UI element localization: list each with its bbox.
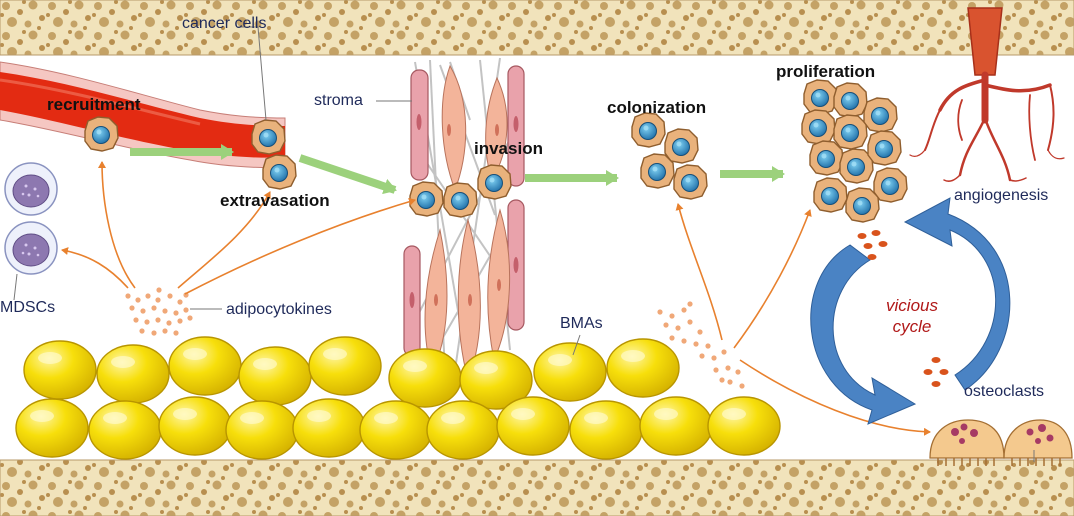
- label-vicious-line2: cycle: [892, 317, 932, 337]
- mdsc-cells: [4, 162, 58, 275]
- flow-arrow-to-invasion: [298, 154, 397, 195]
- vicious-cycle-arrows: [810, 197, 1011, 425]
- stroma-tissue: [403, 57, 525, 382]
- orange-signal-arrows: [61, 161, 931, 436]
- label-vicious-cycle: vicious cycle: [872, 295, 952, 338]
- blood-vessel: [0, 61, 286, 169]
- adipocytokine-dots: [125, 287, 745, 389]
- label-proliferation: proliferation: [776, 62, 876, 81]
- label-extravasation: extravasation: [220, 191, 330, 210]
- label-bmas: BMAs: [560, 315, 603, 332]
- cancer-cell-recruitment: [84, 116, 119, 152]
- cancer-cells-colonization: [631, 112, 708, 200]
- cycle-dots: [857, 230, 949, 387]
- label-colonization: colonization: [607, 98, 707, 117]
- bma-adipocytes: [15, 336, 781, 460]
- label-mdscs: MDSCs: [0, 299, 56, 316]
- label-cancer-cells: cancer cells: [182, 15, 267, 32]
- label-stroma: stroma: [314, 92, 363, 109]
- cancer-cells-proliferation: [801, 79, 908, 223]
- angiogenesis-vessel: [909, 7, 1065, 182]
- bone-top: [0, 0, 1074, 56]
- label-recruitment: recruitment: [47, 95, 141, 114]
- label-osteoclasts: osteoclasts: [964, 383, 1045, 400]
- label-vicious-line1: vicious: [886, 296, 938, 315]
- bone-bottom: [0, 459, 1074, 516]
- label-angiogenesis: angiogenesis: [954, 187, 1049, 204]
- label-invasion: invasion: [474, 139, 543, 158]
- osteoclast-cells: [929, 419, 1073, 466]
- label-leader-lines: [13, 26, 1035, 462]
- label-adipocytokines: adipocytokines: [226, 301, 332, 318]
